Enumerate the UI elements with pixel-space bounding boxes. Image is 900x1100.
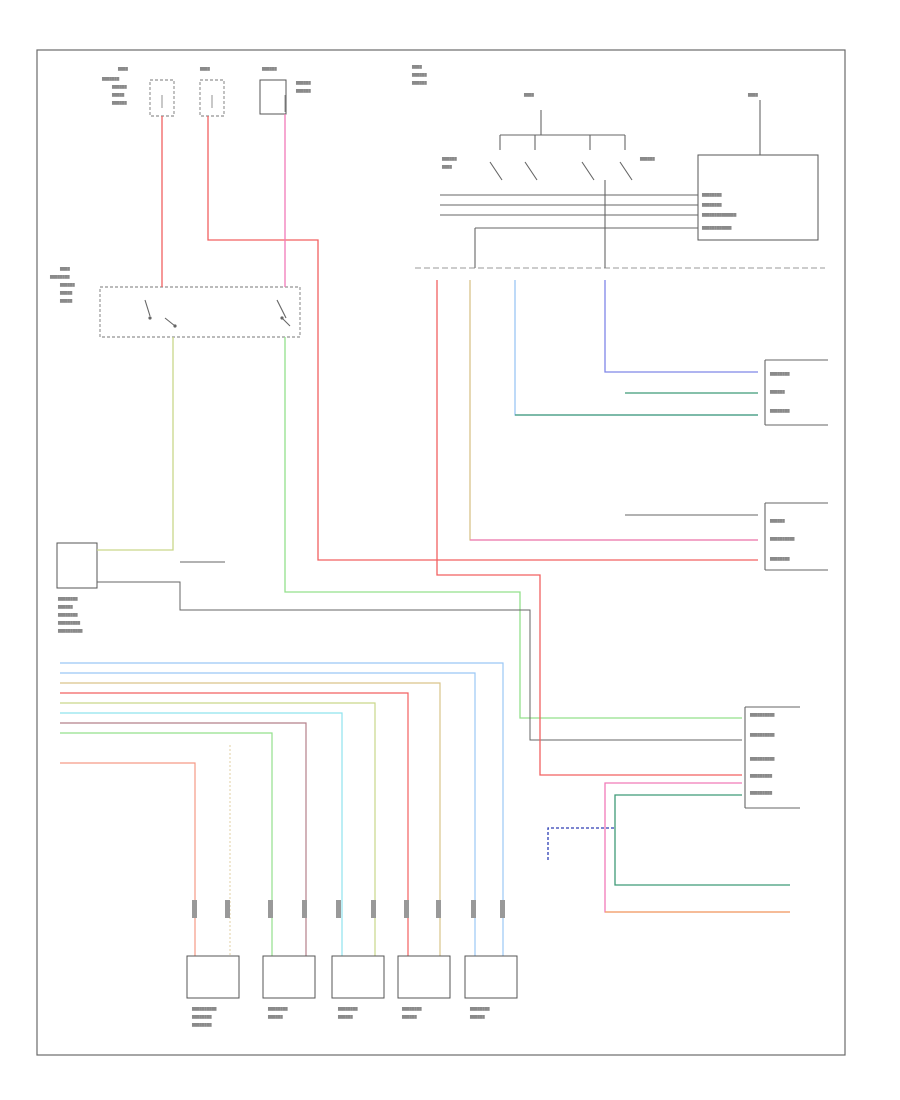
wire-pink-2 — [604, 782, 790, 913]
svg-text:█████: █████ — [59, 291, 73, 295]
svg-text:██████: ██████ — [769, 519, 785, 523]
bus-wire-3 — [60, 682, 441, 960]
switch-block-right: ████ ██████ ██████ ████ ████ ██████ ████… — [411, 65, 825, 269]
bus-wire-7 — [60, 722, 307, 960]
svg-text:████████: ████████ — [57, 613, 78, 617]
svg-text:██████: ██████ — [411, 73, 427, 77]
svg-text:██████████: ██████████ — [769, 537, 795, 541]
wire-yellowgreen-1 — [97, 337, 174, 551]
svg-text:████: ████ — [747, 93, 758, 97]
relay-box: ████ ████████ ██████ █████ █████ — [49, 267, 301, 338]
svg-text:████████████: ████████████ — [701, 226, 732, 230]
svg-text:██████: ██████ — [337, 1015, 353, 1019]
svg-text:██████: ██████ — [111, 85, 127, 89]
svg-text:████████: ████████ — [769, 372, 790, 376]
svg-text:██████: ██████ — [639, 157, 655, 161]
svg-text:██████████: ██████████ — [749, 757, 775, 761]
wire-lightgreen-1 — [284, 337, 742, 719]
svg-text:████: ████ — [59, 267, 70, 271]
bus-wire-4 — [60, 692, 409, 960]
wire-red-4 — [436, 280, 742, 776]
svg-text:████████: ████████ — [469, 1007, 490, 1011]
bus-wire-2 — [60, 672, 476, 960]
svg-text:████████: ████████ — [267, 1007, 288, 1011]
svg-text:████████: ████████ — [49, 275, 70, 279]
svg-text:██████████: ██████████ — [749, 733, 775, 737]
svg-text:██████████: ██████████ — [749, 713, 775, 717]
svg-text:███████: ███████ — [101, 77, 120, 81]
bus-wire-1 — [60, 662, 504, 960]
svg-text:██████: ██████ — [267, 1015, 283, 1019]
svg-text:██████: ██████ — [401, 1015, 417, 1019]
left-sensor: ████████ ██████ ████████ █████████ █████… — [56, 542, 98, 633]
component-2 — [262, 955, 316, 999]
svg-text:████████: ████████ — [337, 1007, 358, 1011]
component-1 — [186, 955, 240, 999]
svg-text:██████: ██████ — [59, 283, 75, 287]
svg-text:██████: ██████ — [469, 1015, 485, 1019]
svg-text:██████████████: ██████████████ — [701, 213, 737, 217]
bus-wire-6 — [60, 712, 343, 960]
svg-text:█████████: █████████ — [749, 774, 773, 778]
svg-text:██████: ██████ — [261, 67, 277, 71]
wire-gray-1 — [97, 581, 742, 741]
svg-text:█████: █████ — [59, 299, 73, 303]
svg-text:█████████: █████████ — [749, 791, 773, 795]
svg-text:████████: ████████ — [191, 1023, 212, 1027]
svg-text:█████████: █████████ — [57, 621, 81, 625]
component-4 — [397, 955, 451, 999]
svg-text:████████: ████████ — [191, 1015, 212, 1019]
wire-red-2 — [207, 116, 758, 561]
component-5 — [464, 955, 518, 999]
right-connector-blocks: ████████ ██████ ████████ ██████ ████████… — [744, 359, 828, 809]
wire-blue-2 — [604, 280, 758, 373]
bus-wire-9 — [60, 762, 196, 960]
svg-text:█████: █████ — [111, 93, 125, 97]
bus-wire-8 — [60, 732, 273, 960]
svg-text:████████: ████████ — [769, 409, 790, 413]
wire-navy-dashed — [547, 827, 615, 860]
svg-text:██████: ██████ — [295, 89, 311, 93]
svg-text:██████: ██████ — [111, 101, 127, 105]
svg-text:████████: ████████ — [701, 203, 722, 207]
diagram-frame — [36, 49, 846, 1056]
svg-text:████: ████ — [117, 67, 128, 71]
svg-text:████████: ████████ — [57, 597, 78, 601]
fuse-block-left: ████ ███████ ██████ █████ ██████ ████ ██… — [101, 67, 311, 117]
wire-tan-1 — [469, 280, 758, 541]
wires — [60, 114, 790, 960]
wire-darkgreen-3 — [614, 794, 790, 886]
svg-text:██████████: ██████████ — [191, 1007, 217, 1011]
bus-wire-5 — [60, 702, 376, 960]
svg-text:██████: ██████ — [295, 81, 311, 85]
svg-text:██████: ██████ — [769, 390, 785, 394]
svg-text:██████: ██████ — [57, 605, 73, 609]
svg-text:████: ████ — [523, 93, 534, 97]
svg-text:██████: ██████ — [411, 81, 427, 85]
svg-text:████████: ████████ — [769, 557, 790, 561]
bottom-components: ██████████ ████████ ████████ ████████ ██… — [186, 900, 518, 1027]
svg-text:██████████: ██████████ — [57, 629, 83, 633]
svg-text:████████: ████████ — [401, 1007, 422, 1011]
svg-text:████████: ████████ — [701, 193, 722, 197]
wire-blue-1 — [514, 280, 758, 416]
svg-text:████: ████ — [411, 65, 422, 69]
svg-text:████: ████ — [441, 165, 452, 169]
svg-text:████: ████ — [199, 67, 210, 71]
svg-text:██████: ██████ — [441, 157, 457, 161]
component-3 — [331, 955, 385, 999]
